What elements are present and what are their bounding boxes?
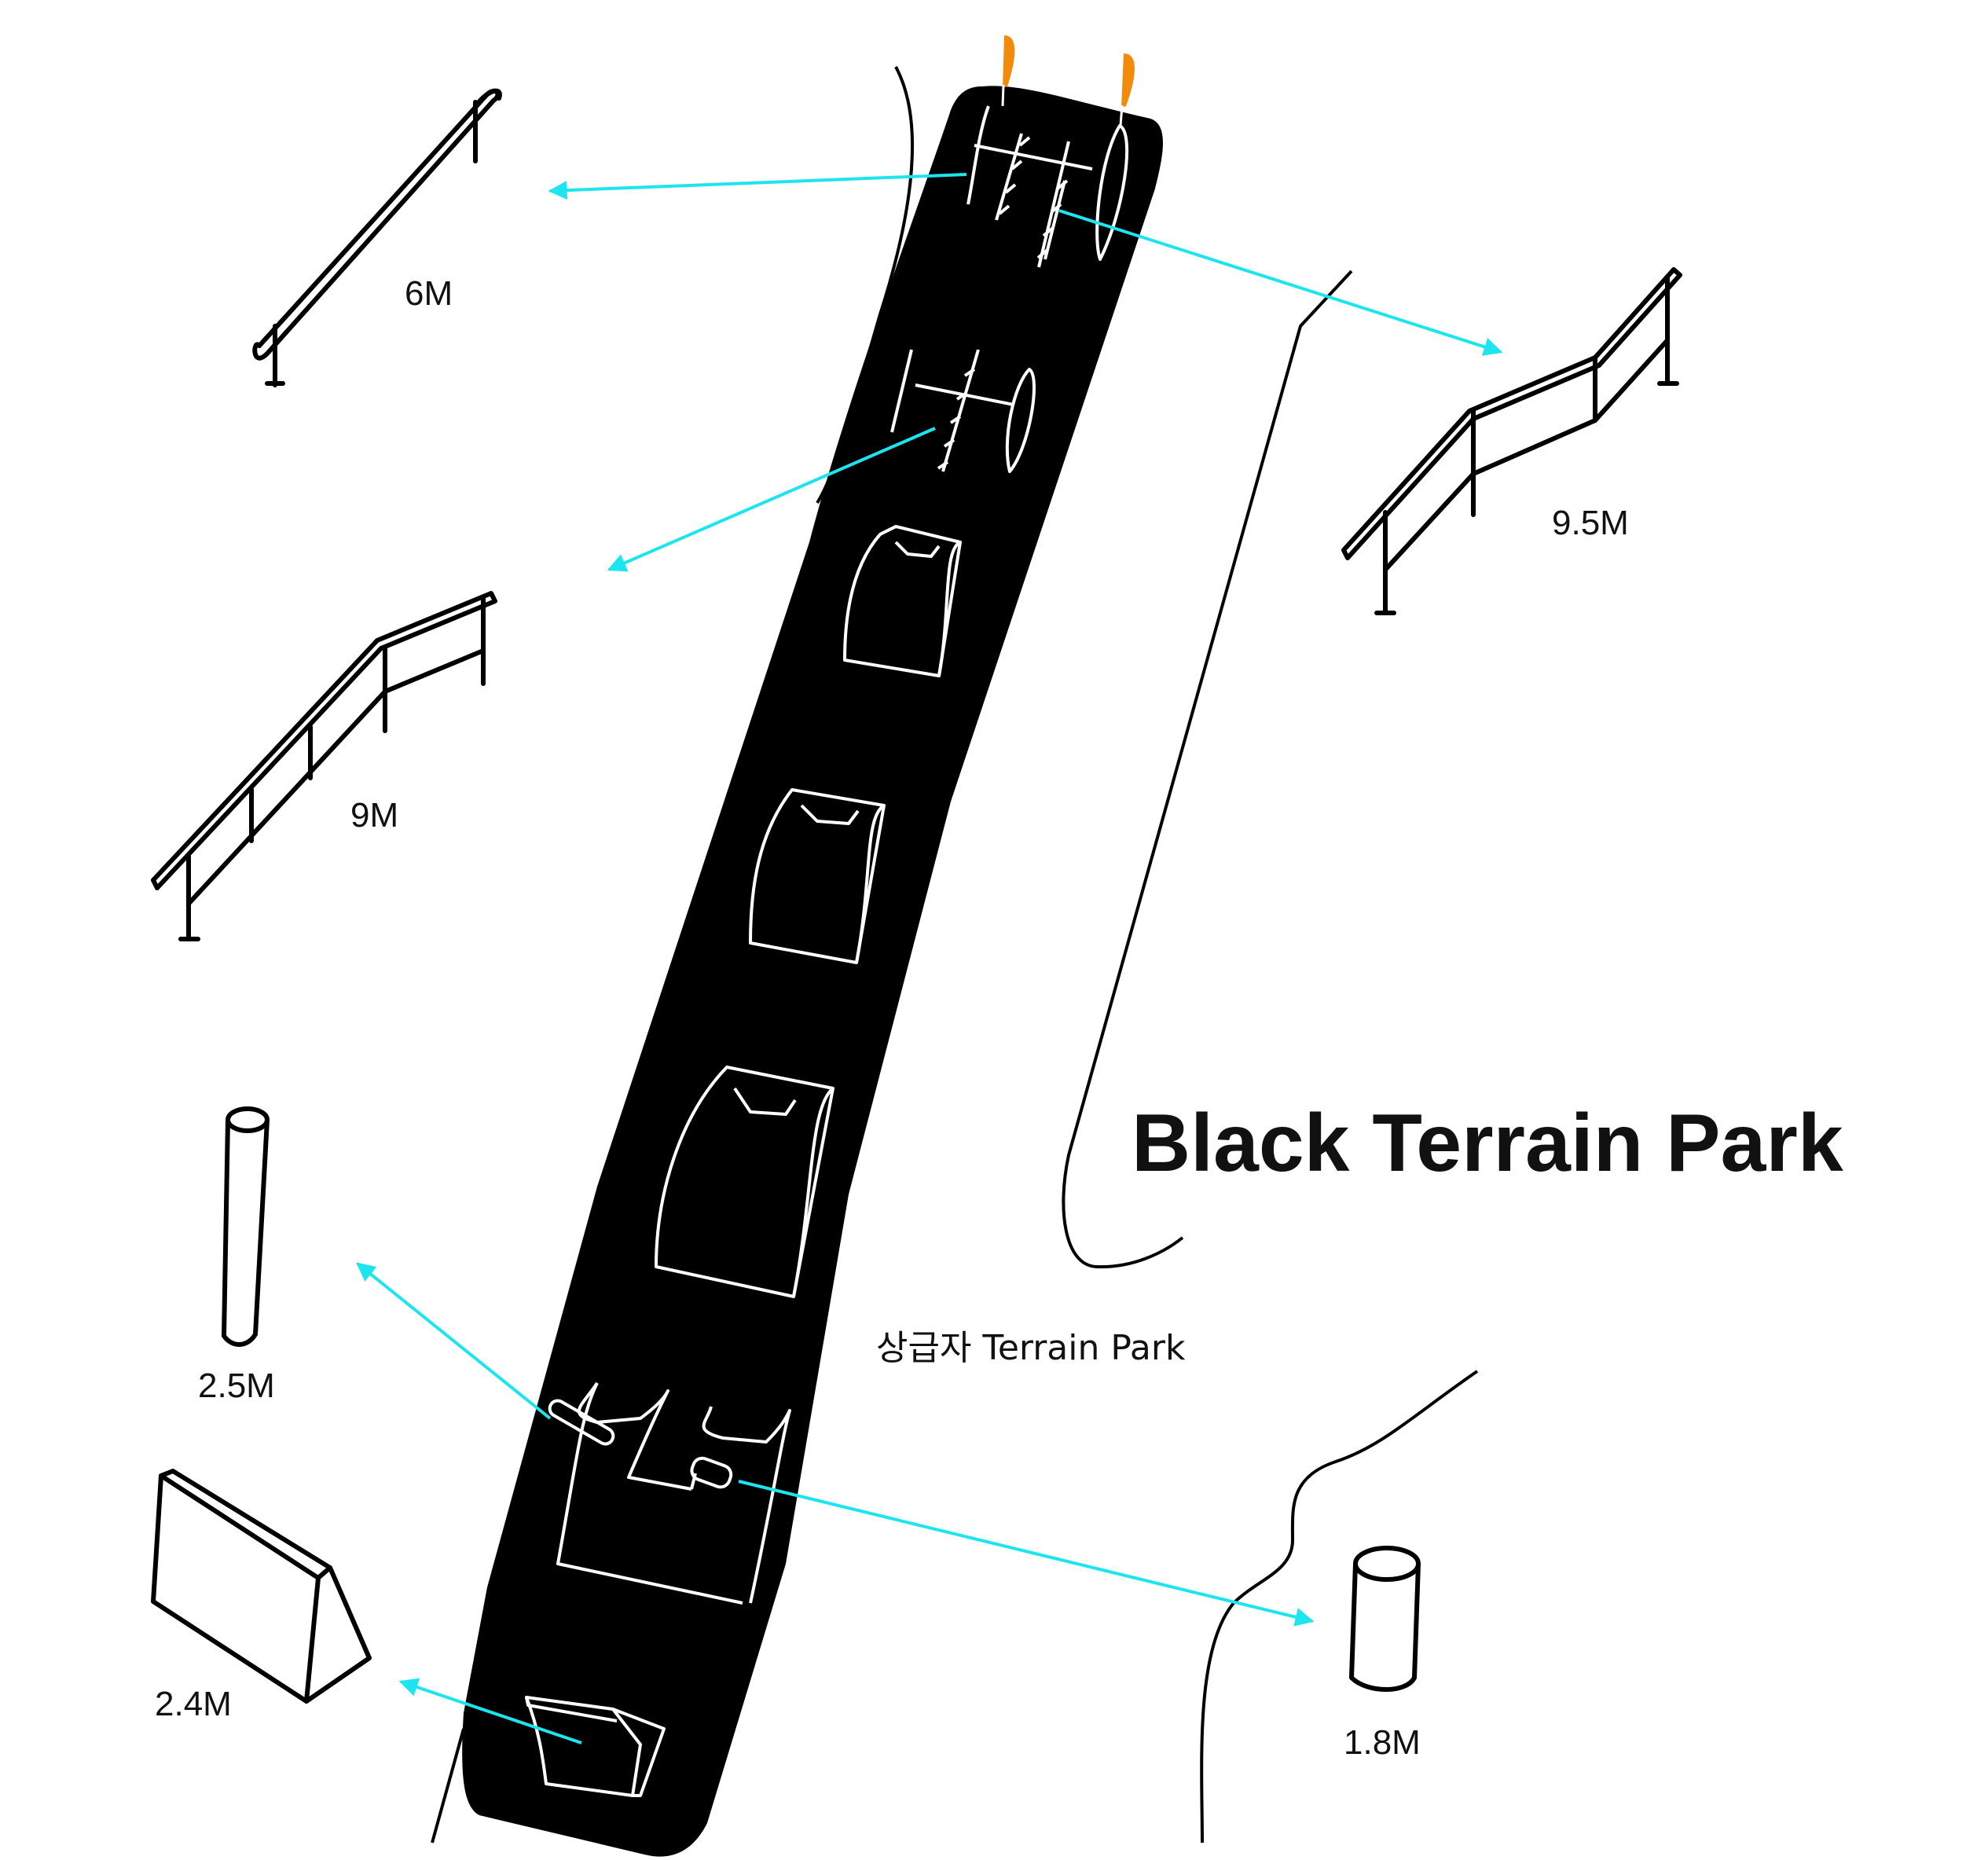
black-slope xyxy=(462,86,1163,1857)
callout-arrows xyxy=(356,173,1503,1744)
arrow-2-5m xyxy=(356,1262,552,1420)
arrow-1-8m xyxy=(738,1480,1315,1627)
label-6m: 6M xyxy=(405,274,453,313)
label-1-8m: 1.8M xyxy=(1344,1723,1421,1762)
tube-short-illustration xyxy=(1349,1546,1421,1692)
jib-section xyxy=(548,1381,791,1605)
contour-bottom-left xyxy=(431,1728,465,1843)
feature-illustrations xyxy=(151,88,1682,1704)
rail-setup-top xyxy=(966,105,1129,268)
contour-bottom-right xyxy=(1200,1370,1479,1843)
jump-1 xyxy=(843,525,962,677)
flag-icon xyxy=(1119,53,1135,127)
rail-straight-illustration xyxy=(252,88,502,387)
label-2-5m: 2.5M xyxy=(198,1367,275,1405)
start-flags xyxy=(1001,35,1135,127)
label-9m: 9M xyxy=(350,796,398,835)
rail-flat-down-illustration xyxy=(151,591,497,941)
label-9-5m: 9.5M xyxy=(1552,504,1629,542)
tube-tall-illustration xyxy=(222,1106,270,1347)
rail-down-flat-down-illustration xyxy=(1341,267,1682,615)
rail-setup-middle xyxy=(890,349,1036,473)
subtitle: 상급자 Terrain Park xyxy=(876,1328,1186,1368)
box-on-slope xyxy=(525,1696,666,1797)
arrow-6m xyxy=(548,173,967,200)
page-title: Black Terrain Park xyxy=(1132,1098,1843,1189)
jump-3 xyxy=(655,1066,834,1298)
contour-right xyxy=(1062,270,1353,1269)
arrow-9-5m xyxy=(1058,209,1503,356)
slope-features xyxy=(525,105,1129,1797)
jump-2 xyxy=(749,788,886,964)
feature-labels: 6M 9.5M 9M 2.5M 2.4M 1.8M xyxy=(155,274,1629,1762)
flag-icon xyxy=(1001,35,1015,107)
arrow-2-4m xyxy=(398,1678,582,1744)
box-wedge-illustration xyxy=(151,1469,372,1704)
arrow-9m xyxy=(607,427,936,572)
label-2-4m: 2.4M xyxy=(155,1685,232,1723)
